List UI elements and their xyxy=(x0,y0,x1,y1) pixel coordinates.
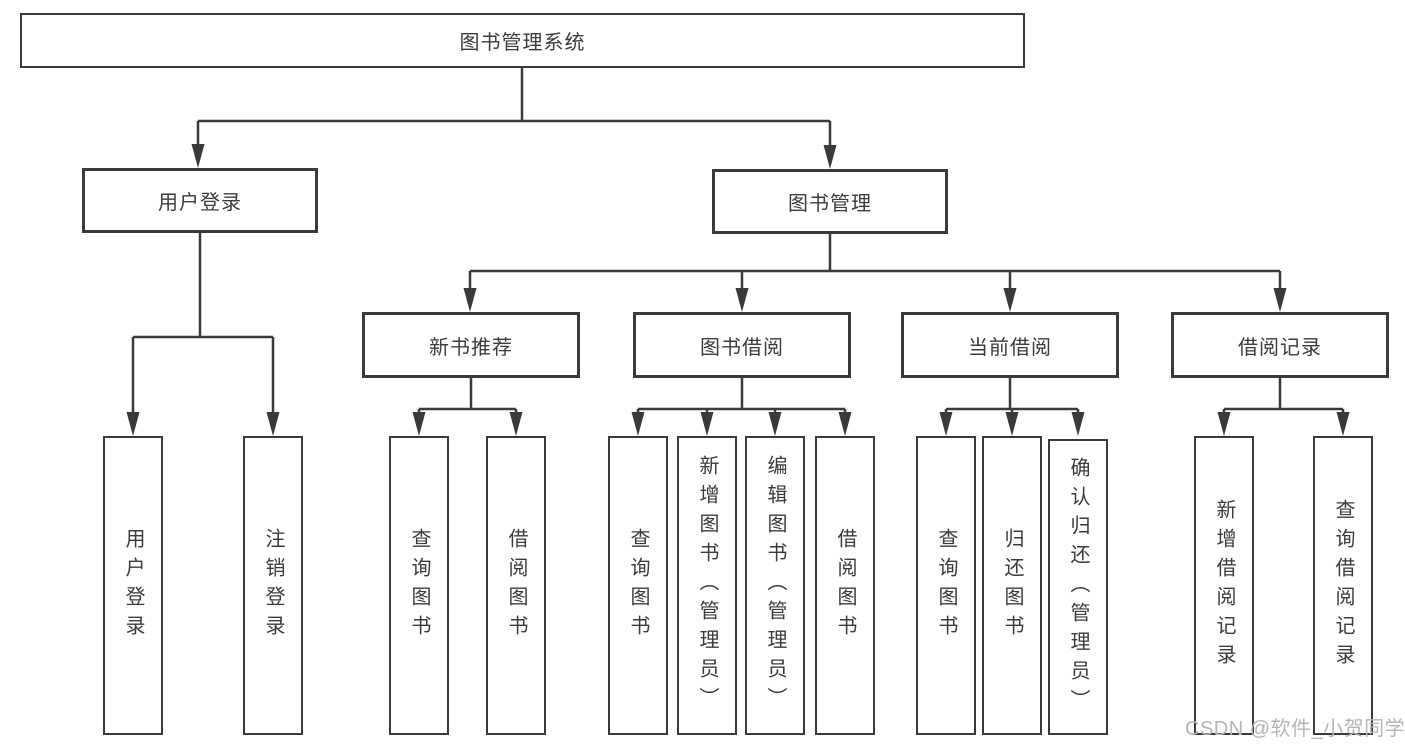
leaf-borrow-books: 借阅图书 xyxy=(815,436,875,735)
leaf-query-borrow-record: 查询借阅记录 xyxy=(1313,436,1373,735)
arrowhead-icon xyxy=(1071,412,1085,436)
leaf-confirm-return-admin: 确认归还（管理员） xyxy=(1048,439,1108,735)
arrowhead-icon xyxy=(1273,288,1287,312)
arrowhead-icon xyxy=(1336,412,1350,436)
arrowhead-icon xyxy=(266,412,280,436)
arrowhead-icon xyxy=(939,412,953,436)
node-system-root: 图书管理系统 xyxy=(20,13,1025,68)
node-user-login: 用户登录 xyxy=(82,168,318,233)
leaf-return-books: 归还图书 xyxy=(982,436,1042,735)
csdn-watermark: CSDN @软件_小贺同学 xyxy=(1185,718,1405,740)
arrowhead-icon xyxy=(735,288,749,312)
arrowhead-icon xyxy=(1005,412,1019,436)
leaf-add-borrow-record: 新增借阅记录 xyxy=(1194,436,1254,735)
leaf-recommend-query-books: 查询图书 xyxy=(389,436,449,735)
arrowhead-icon xyxy=(768,412,782,436)
node-new-book-recommendation: 新书推荐 xyxy=(362,312,580,378)
leaf-logout: 注销登录 xyxy=(243,436,303,735)
arrowhead-icon xyxy=(631,412,645,436)
leaf-add-books-admin: 新增图书（管理员） xyxy=(677,436,737,735)
arrowhead-icon xyxy=(838,412,852,436)
arrowhead-icon xyxy=(509,412,523,436)
leaf-current-query-books: 查询图书 xyxy=(916,436,976,735)
node-current-borrowing: 当前借阅 xyxy=(901,312,1119,378)
arrowhead-icon xyxy=(1217,412,1231,436)
node-book-management: 图书管理 xyxy=(712,169,948,234)
leaf-recommend-borrow-books: 借阅图书 xyxy=(486,436,546,735)
arrowhead-icon xyxy=(412,412,426,436)
arrowhead-icon xyxy=(823,145,837,169)
arrowhead-icon xyxy=(126,412,140,436)
arrowhead-icon xyxy=(463,288,477,312)
arrowhead-icon xyxy=(191,144,205,168)
arrowhead-icon xyxy=(1003,288,1017,312)
arrowhead-icon xyxy=(700,412,714,436)
node-borrowing-records: 借阅记录 xyxy=(1171,312,1389,378)
leaf-borrow-query-books: 查询图书 xyxy=(608,436,668,735)
leaf-edit-books-admin: 编辑图书（管理员） xyxy=(745,436,805,735)
leaf-user-login: 用户登录 xyxy=(103,436,163,735)
node-book-borrowing: 图书借阅 xyxy=(633,312,851,378)
